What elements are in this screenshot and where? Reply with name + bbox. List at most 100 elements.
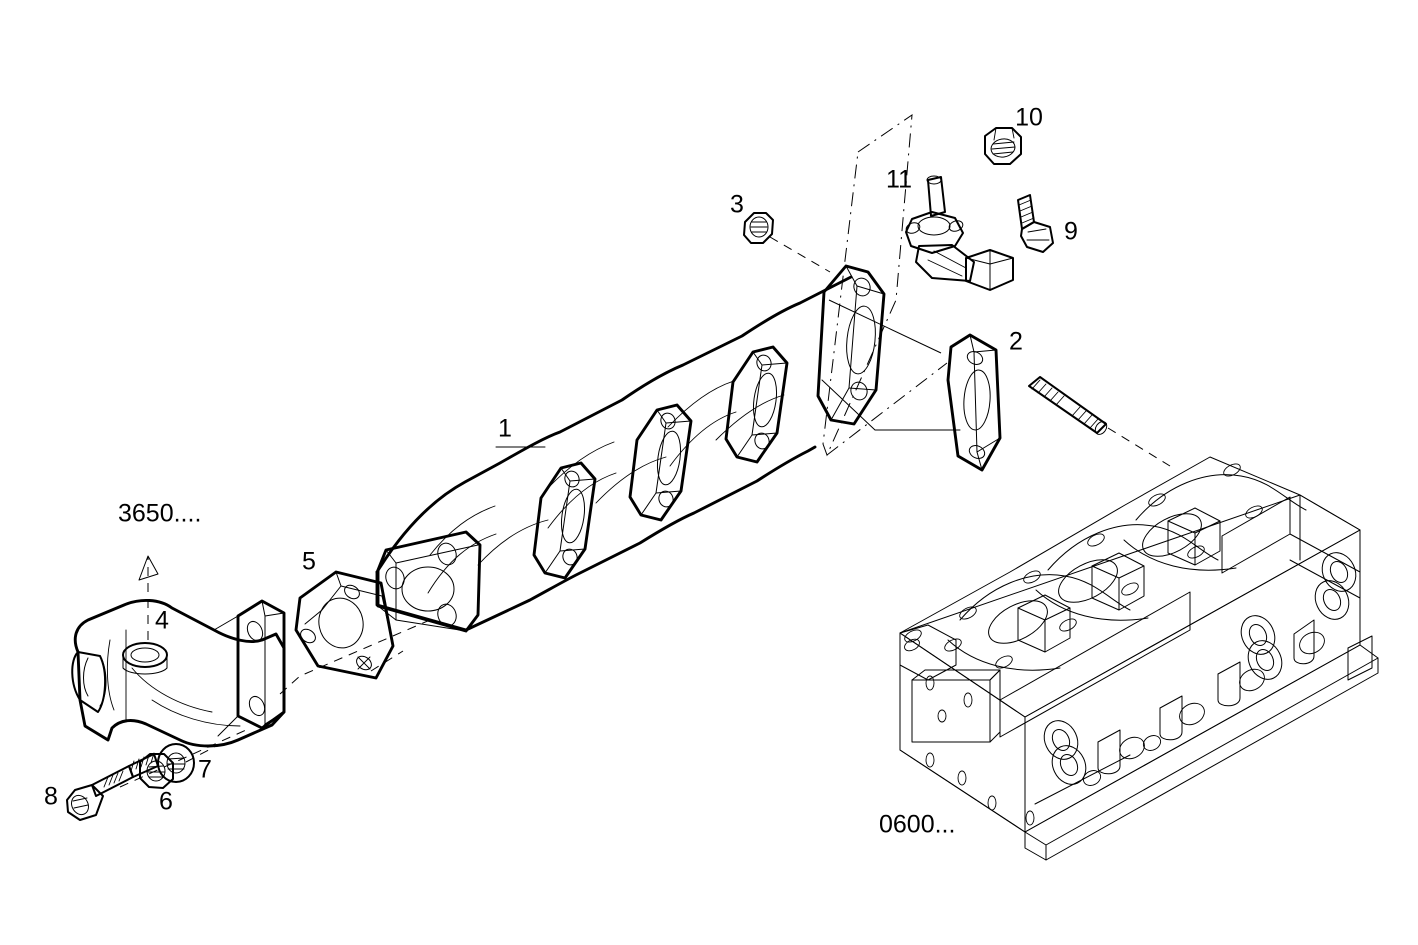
head-left-hole-a bbox=[925, 675, 935, 691]
nut-10-thread-lines bbox=[991, 141, 1016, 155]
flange-4-top-inner bbox=[761, 362, 788, 366]
head-right-end-block bbox=[1347, 635, 1373, 681]
head-cam-saddles bbox=[1017, 507, 1221, 653]
callout-2: 2 bbox=[1009, 328, 1023, 356]
elbow-sensor-boss-bore bbox=[130, 647, 160, 663]
head-deck-contour-3 bbox=[1135, 474, 1307, 521]
flange-1-bot-inner bbox=[395, 619, 467, 632]
sensor-mount-hole-b bbox=[948, 220, 964, 232]
nut-10-bore bbox=[990, 138, 1016, 158]
cylinder-head-block bbox=[899, 456, 1379, 861]
manifold-rear-flange bbox=[816, 264, 886, 426]
gasket-2-bolthole-a bbox=[966, 351, 984, 365]
manifold-gasket bbox=[946, 333, 1002, 472]
bolt-8-head-socket bbox=[71, 794, 89, 816]
hex-bolt-long bbox=[66, 752, 159, 821]
flange-1-bore bbox=[401, 566, 455, 612]
leader-11-zone bbox=[822, 113, 913, 457]
manifold-runner-4 bbox=[477, 519, 549, 566]
elbow-flange-top-inner bbox=[264, 612, 285, 617]
elbow-inlet-inner bbox=[83, 657, 89, 697]
gasket-5-bore bbox=[318, 597, 364, 649]
flange-1-bolthole-c bbox=[437, 603, 457, 627]
nut-3-thread-lines bbox=[750, 221, 768, 233]
head-left-lug-hole bbox=[904, 638, 920, 652]
flange-2-bolthole-a bbox=[564, 470, 580, 488]
sensor-hub-top bbox=[917, 216, 951, 236]
sensor-probe-tip bbox=[926, 175, 942, 185]
gasket-5-bolthole-b bbox=[344, 584, 360, 600]
gasket-2-inner-edge bbox=[969, 334, 983, 471]
gasket-2-inner-top bbox=[973, 349, 997, 353]
head-front-bottom-edge bbox=[1024, 644, 1361, 833]
flange-1-outline bbox=[376, 530, 482, 633]
manifold-bottom-edge bbox=[375, 445, 817, 632]
head-deck-face bbox=[899, 456, 1361, 718]
head-front-rib-1 bbox=[999, 591, 1191, 738]
flange-3-bolthole-b bbox=[658, 490, 674, 508]
manifold-outlet-flange-2 bbox=[532, 461, 597, 580]
head-shelf-1 bbox=[1289, 533, 1361, 573]
head-left-hole-f bbox=[1025, 810, 1035, 826]
sensor-arm-ridge-2 bbox=[927, 259, 963, 277]
gasket-2-port bbox=[963, 369, 991, 431]
elbow-inner-curve bbox=[131, 667, 213, 713]
stud-thread-right bbox=[1071, 406, 1099, 429]
head-base-left bbox=[1024, 831, 1047, 861]
bolt-9-threads bbox=[1018, 199, 1035, 224]
elbow-flange-join-top bbox=[213, 615, 239, 631]
washer-7-face-lines bbox=[166, 757, 186, 770]
leader-3 bbox=[769, 236, 831, 273]
flange-1-top-inner bbox=[395, 544, 479, 564]
rear-flange-bolthole-b bbox=[850, 381, 868, 401]
gasket-5-bolthole-c bbox=[356, 655, 372, 671]
callout-10: 10 bbox=[1015, 104, 1043, 132]
bolt-9-head-facets bbox=[1026, 228, 1050, 241]
bolt-8-threaded bbox=[128, 753, 159, 778]
head-front-rib-2 bbox=[1221, 496, 1291, 574]
gasket-5-bolthole-c-cross bbox=[357, 656, 371, 670]
head-left-hole-d bbox=[957, 770, 967, 786]
stud-end-face bbox=[1094, 421, 1108, 435]
sensor-probe-stem bbox=[927, 176, 946, 217]
gasket-2-outline bbox=[946, 333, 1002, 472]
bolt-8-head-lines bbox=[72, 797, 89, 809]
callout-6: 6 bbox=[159, 788, 173, 816]
bolt-9-head bbox=[1020, 221, 1054, 253]
manifold-runner-2 bbox=[547, 441, 615, 489]
elbow-flange-bolthole-b bbox=[248, 695, 266, 717]
leader-2 bbox=[828, 299, 942, 354]
bolt-9-tip bbox=[1017, 194, 1031, 201]
head-left-lug bbox=[899, 624, 957, 681]
manifold-runner-1 bbox=[429, 505, 496, 556]
head-bore-1 bbox=[988, 600, 1048, 644]
callout-7: 7 bbox=[198, 756, 212, 784]
flange-2-bolthole-b bbox=[562, 548, 578, 566]
sensor-mount-hole-a bbox=[905, 222, 921, 234]
head-bore-2 bbox=[1058, 559, 1118, 603]
leader-5b bbox=[370, 650, 404, 672]
callout-8: 8 bbox=[44, 783, 58, 811]
callout-3: 3 bbox=[730, 191, 744, 219]
elbow-flange-bolthole-a bbox=[246, 620, 264, 642]
manifold-top-edge bbox=[375, 275, 853, 574]
head-port-bosses bbox=[1043, 552, 1357, 785]
group-reference-labels: 3650.... 0600... bbox=[118, 500, 955, 839]
manifold-face-curve-1 bbox=[427, 533, 497, 594]
flange-1-bolthole-b bbox=[437, 542, 457, 566]
exhaust-manifold bbox=[375, 264, 886, 633]
gasket-2-inner-bot bbox=[976, 437, 1001, 453]
elbow-wall-1 bbox=[106, 639, 115, 711]
arrowhead-3650 bbox=[138, 555, 159, 581]
hex-bolt-short bbox=[1017, 194, 1054, 253]
manifold-outlet-flange-3 bbox=[628, 403, 693, 522]
elbow-mounting-flange bbox=[213, 599, 286, 737]
nut-3-bore bbox=[749, 216, 769, 238]
callout-labels: 1 2 3 4 5 6 7 8 9 10 11 bbox=[44, 104, 1078, 816]
head-base-plinth-side bbox=[1045, 657, 1379, 861]
sensor-arm bbox=[915, 244, 975, 282]
flange-3-top-inner bbox=[665, 420, 692, 424]
rear-flange-inner-edge bbox=[830, 265, 858, 421]
